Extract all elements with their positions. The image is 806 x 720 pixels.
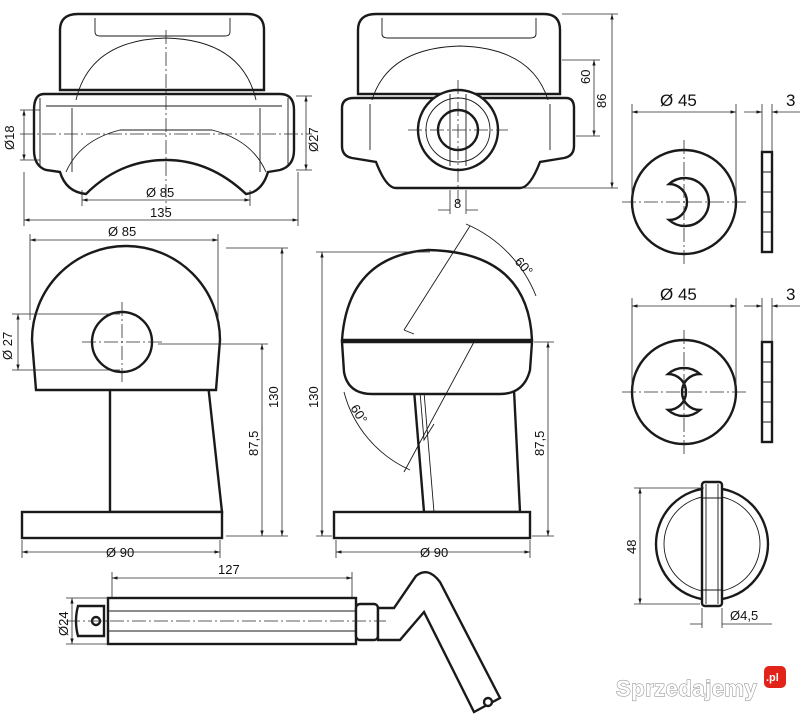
washer-1 — [622, 140, 774, 264]
washer-1-dims: Ø 45 3 — [631, 91, 800, 200]
dim-width-8: 8 — [454, 196, 461, 211]
dim-height-60: 60 — [578, 70, 593, 84]
dim-washer1-dia-45: Ø 45 — [660, 91, 697, 110]
ring-pin-view — [654, 480, 770, 608]
dim-side-base-90: Ø 90 — [420, 545, 448, 560]
dim-angle-60-top: 60° — [512, 254, 536, 279]
dim-dia-85-top: Ø 85 — [146, 185, 174, 200]
dim-washer2-thick-3: 3 — [786, 285, 795, 304]
watermark-suffix: .pl — [766, 672, 779, 684]
bollard-side-view — [332, 223, 537, 540]
crank-handle — [66, 570, 502, 714]
housing-front-dims: Ø18 Ø27 Ø 85 135 — [2, 95, 321, 226]
dim-height-86: 86 — [594, 94, 609, 108]
crank-dims: 127 Ø24 — [56, 562, 353, 645]
dim-side-height-130: 130 — [306, 386, 321, 408]
dim-mid-base-90: Ø 90 — [106, 545, 134, 560]
dim-washer1-thick-3: 3 — [786, 91, 795, 110]
dim-ring-dia-4-5: Ø4,5 — [730, 608, 758, 623]
dim-width-135: 135 — [150, 205, 172, 220]
washer-2 — [622, 330, 774, 454]
dim-mid-height-87-5: 87,5 — [246, 431, 261, 456]
dim-crank-length-127: 127 — [218, 562, 240, 577]
bollard-front-dims: Ø 85 Ø 27 130 87,5 Ø 90 — [0, 224, 288, 560]
dim-ring-height-48: 48 — [624, 540, 639, 554]
bollard-front-view — [20, 244, 224, 540]
dim-washer2-dia-45: Ø 45 — [660, 285, 697, 304]
dim-mid-dia-85: Ø 85 — [108, 224, 136, 239]
housing-front-view — [20, 12, 312, 210]
dim-mid-height-130: 130 — [266, 386, 281, 408]
dim-angle-60-bottom: 60° — [347, 402, 370, 427]
dim-dia-27: Ø27 — [306, 127, 321, 152]
ring-pin-dims: 48 Ø4,5 — [624, 487, 772, 628]
dim-mid-dia-27: Ø 27 — [0, 332, 15, 360]
housing-side-dims: 60 86 8 — [438, 13, 618, 214]
watermark-text: Sprzedajemy — [616, 676, 757, 701]
dim-side-height-87-5: 87,5 — [532, 431, 547, 456]
watermark-badge — [764, 666, 786, 688]
watermark: Sprzedajemy .pl — [615, 666, 786, 702]
housing-side-view — [340, 12, 576, 206]
washer-2-dims: Ø 45 3 — [631, 285, 800, 390]
dim-dia-18: Ø18 — [2, 125, 17, 150]
dim-crank-dia-24: Ø24 — [56, 611, 71, 636]
